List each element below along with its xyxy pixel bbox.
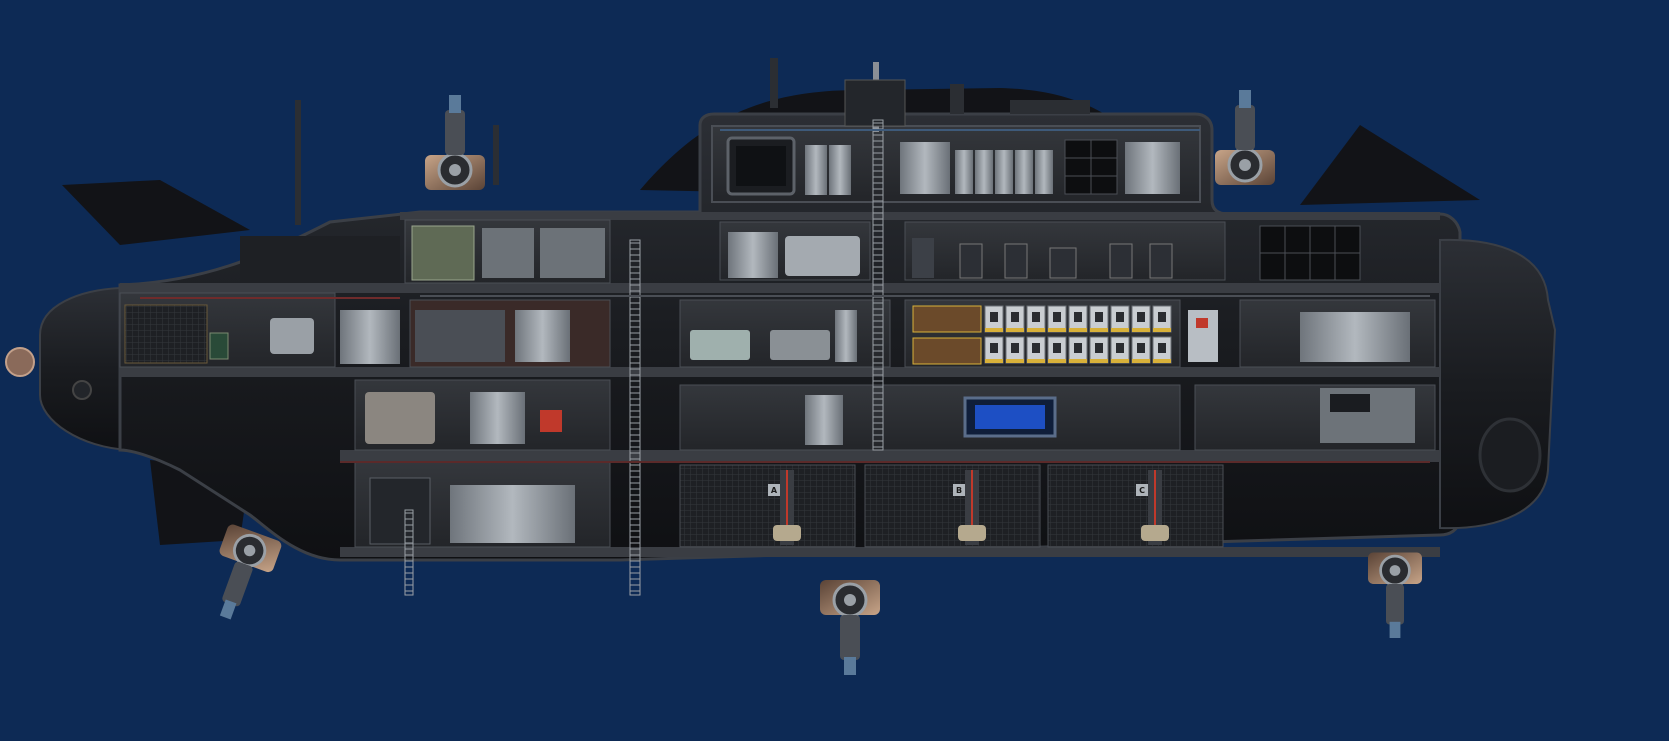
hazard-stripe — [1027, 359, 1045, 363]
pump-icon[interactable] — [1141, 525, 1169, 541]
hazard-stripe — [1111, 328, 1129, 332]
cargo-shelf — [1064, 139, 1118, 195]
hazard-stripe — [1153, 328, 1171, 332]
ballast-label: B — [956, 486, 962, 495]
hazard-stripe — [1090, 328, 1108, 332]
storage-crate[interactable] — [411, 225, 475, 281]
ladder-icon[interactable] — [629, 239, 641, 596]
rear-antenna — [295, 100, 301, 225]
electrical-panels[interactable] — [912, 238, 1173, 279]
ballast-tanks: A B C — [679, 464, 1224, 548]
bottom-front-turret[interactable] — [198, 523, 282, 627]
hazard-stripe — [1006, 328, 1024, 332]
fabricator[interactable] — [365, 392, 435, 444]
control-panel[interactable] — [482, 228, 534, 278]
ballast-tank: B — [864, 464, 1041, 548]
bunk-row[interactable] — [984, 305, 1172, 364]
hazard-stripe — [985, 328, 1003, 332]
propeller-hub — [5, 347, 35, 377]
ballast-label: C — [1139, 486, 1145, 495]
locker-bank[interactable] — [450, 485, 575, 543]
deck-3 — [354, 379, 1436, 451]
bottom-rear-railgun[interactable] — [1368, 552, 1422, 639]
hazard-stripe — [1069, 359, 1087, 363]
cabin-lockers[interactable] — [912, 305, 982, 365]
ballast-tank: C — [1047, 464, 1224, 548]
medical-bed[interactable] — [690, 330, 750, 360]
command-deck — [711, 58, 1201, 203]
ladder-icon[interactable] — [872, 119, 884, 451]
top-rear-turret[interactable] — [1215, 90, 1275, 185]
pipes — [140, 129, 1430, 463]
hazard-stripe — [985, 359, 1003, 363]
locker-row-top[interactable] — [805, 142, 1180, 195]
workbench[interactable] — [415, 310, 505, 362]
bunk-bed[interactable] — [785, 236, 860, 276]
engine-block[interactable] — [124, 304, 208, 364]
deck-4: A B C — [354, 461, 1224, 548]
ballast-label: A — [771, 486, 778, 495]
hazard-stripe — [1132, 328, 1150, 332]
tank-label-badge — [1136, 484, 1148, 496]
locker-pair[interactable] — [728, 232, 778, 278]
turrets — [198, 90, 1422, 675]
deck-floors — [120, 212, 1440, 557]
hazard-stripe — [1132, 359, 1150, 363]
junction-box[interactable] — [540, 410, 562, 432]
ladder-shafts[interactable] — [404, 119, 884, 596]
bottom-center-turret[interactable] — [820, 580, 880, 675]
hazard-stripe — [1090, 359, 1108, 363]
deck-2 — [119, 292, 1436, 368]
tank-label-badge — [768, 484, 780, 496]
ballast-tank: A — [679, 464, 856, 548]
hazard-stripe — [1111, 359, 1129, 363]
hazard-stripe — [1048, 359, 1066, 363]
hazard-stripe — [1006, 359, 1024, 363]
hazard-stripe — [1153, 359, 1171, 363]
deck-1 — [240, 219, 1361, 284]
reactor-icon[interactable] — [209, 332, 229, 360]
tank-label-badge — [953, 484, 965, 496]
top-front-turret[interactable] — [425, 95, 485, 190]
pump-icon[interactable] — [773, 525, 801, 541]
fire-extinguisher[interactable] — [1188, 310, 1218, 362]
hazard-stripe — [1048, 328, 1066, 332]
front-hatch — [1478, 417, 1542, 493]
hazard-stripe — [1069, 328, 1087, 332]
pump-icon[interactable] — [958, 525, 986, 541]
hazard-stripe — [1027, 328, 1045, 332]
